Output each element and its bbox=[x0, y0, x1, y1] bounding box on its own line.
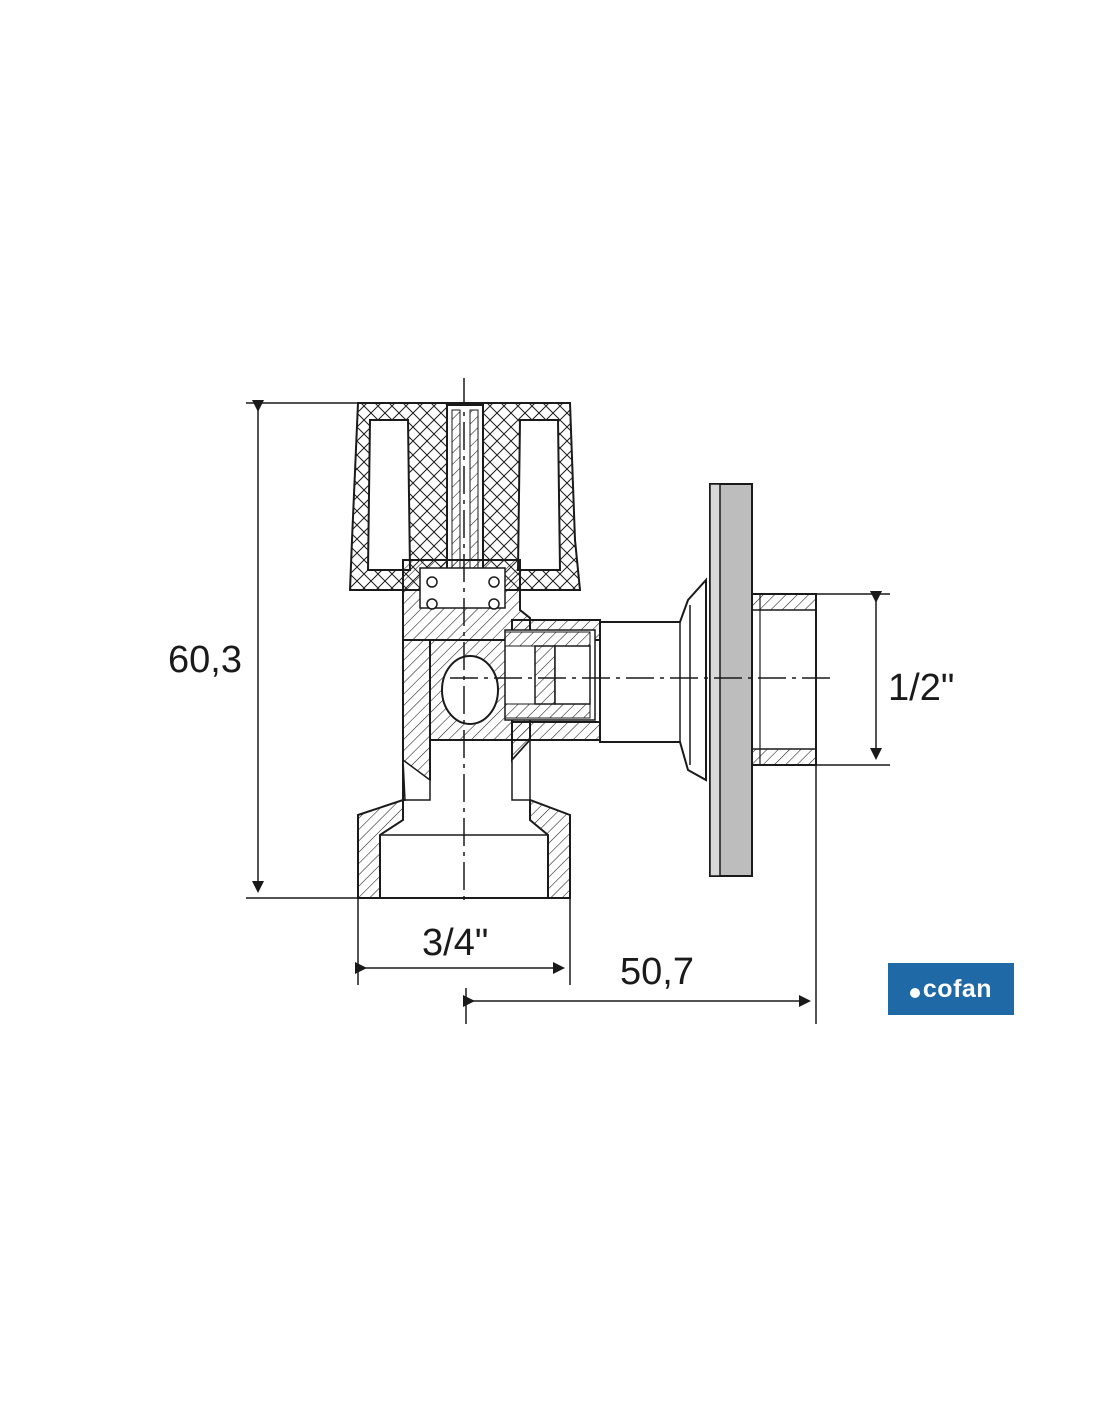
height-label: 60,3 bbox=[168, 639, 242, 681]
logo-dot-icon bbox=[909, 988, 920, 998]
male-thread-outlet bbox=[751, 593, 817, 766]
valve-body bbox=[357, 559, 707, 899]
length-dimension: 50,7 bbox=[463, 765, 817, 1024]
outlet-dimension: 1/2" bbox=[816, 591, 954, 766]
length-label: 50,7 bbox=[620, 951, 694, 993]
height-dimension: 60,3 bbox=[168, 400, 360, 899]
logo-text: cofan bbox=[922, 974, 993, 1003]
outlet-label: 1/2" bbox=[888, 667, 954, 709]
inlet-dimension: 3/4" bbox=[355, 898, 571, 985]
cofan-logo: cofan bbox=[888, 963, 1014, 1015]
inlet-label: 3/4" bbox=[422, 922, 488, 964]
wall-flange-edge bbox=[709, 483, 721, 877]
valve-handle bbox=[348, 402, 582, 596]
